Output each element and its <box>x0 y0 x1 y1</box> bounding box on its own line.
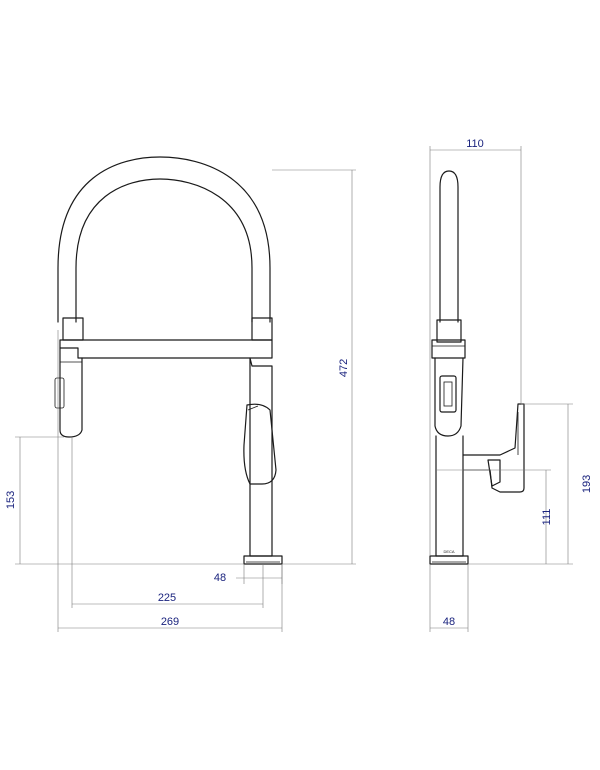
side-view: DECA 110 193 111 48 <box>429 138 593 632</box>
dim-spout-height: 153 <box>5 491 17 509</box>
faucet-base <box>243 555 283 565</box>
dim-top-width: 110 <box>466 138 484 150</box>
dim-base-side: 48 <box>443 616 455 628</box>
dim-base-front: 48 <box>214 572 226 584</box>
side-hose <box>439 170 459 323</box>
hose-outer <box>57 156 271 323</box>
hose-inner <box>75 178 253 323</box>
dim-handle-height: 193 <box>581 475 593 493</box>
spray-button <box>54 377 65 409</box>
spray-head <box>59 347 83 438</box>
left-collar <box>62 317 84 341</box>
side-lever <box>462 403 525 493</box>
side-body <box>435 435 464 557</box>
side-collar <box>436 319 462 343</box>
front-view: 472 153 48 225 269 <box>5 156 356 632</box>
right-collar <box>251 317 273 341</box>
lever-handle <box>243 403 277 485</box>
dim-width-total: 269 <box>161 616 179 628</box>
spray-arm <box>59 339 273 359</box>
dim-height-total: 472 <box>338 359 350 377</box>
faucet-body <box>249 357 273 557</box>
dim-lever-height: 111 <box>541 509 553 526</box>
side-base <box>429 555 469 565</box>
side-spray-head <box>434 357 464 437</box>
dim-reach: 225 <box>158 592 176 604</box>
side-arm <box>431 339 466 359</box>
side-spray-button <box>439 375 457 413</box>
brand-mark: DECA <box>443 549 454 554</box>
